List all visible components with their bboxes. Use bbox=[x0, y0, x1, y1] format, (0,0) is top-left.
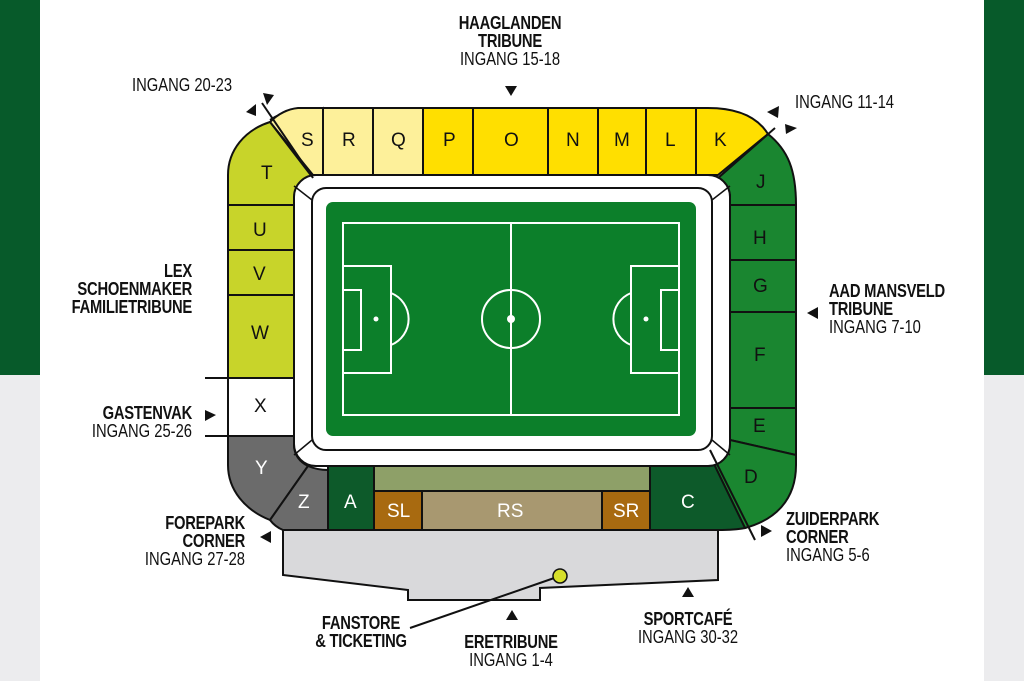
arrow-right-icon bbox=[761, 525, 772, 537]
label-forepark-corner: FOREPARK CORNER INGANG 27-28 bbox=[144, 513, 245, 569]
label-zuiderpark-corner: ZUIDERPARK CORNER INGANG 5-6 bbox=[786, 509, 880, 565]
south-concourse bbox=[282, 529, 719, 601]
section-f[interactable] bbox=[729, 311, 797, 409]
label-sportcafe: SPORTCAFÉ INGANG 30-32 bbox=[637, 609, 739, 647]
section-label-s: S bbox=[301, 130, 314, 151]
arrow-ne-icon bbox=[785, 124, 797, 134]
arrow-nw-icon bbox=[263, 93, 274, 105]
entrance-line-ne bbox=[717, 127, 776, 179]
section-label-r: R bbox=[342, 130, 356, 151]
section-g[interactable] bbox=[729, 259, 797, 313]
section-label-z: Z bbox=[298, 492, 310, 513]
section-k[interactable] bbox=[695, 107, 770, 176]
pitch bbox=[326, 202, 696, 436]
section-label-w: W bbox=[251, 323, 269, 344]
section-label-g: G bbox=[753, 276, 768, 297]
section-label-sr: SR bbox=[613, 501, 640, 522]
section-rs[interactable] bbox=[421, 490, 603, 531]
label-haaglanden-tribune: HAAGLANDEN TRIBUNE INGANG 15-18 bbox=[458, 13, 562, 69]
section-label-d: D bbox=[744, 467, 758, 488]
arrow-right-icon bbox=[205, 410, 216, 421]
section-label-x: X bbox=[254, 396, 267, 417]
section-label-j: J bbox=[756, 172, 766, 193]
section-label-c: C bbox=[681, 492, 695, 513]
section-label-l: L bbox=[665, 130, 676, 151]
south-stand bbox=[327, 459, 747, 531]
section-label-e: E bbox=[753, 416, 766, 437]
fanstore-marker-icon[interactable] bbox=[552, 568, 568, 584]
section-sl[interactable] bbox=[373, 490, 423, 531]
north-stand bbox=[269, 106, 770, 176]
section-label-h: H bbox=[753, 228, 767, 249]
section-sr[interactable] bbox=[601, 490, 651, 531]
section-label-n: N bbox=[566, 130, 580, 151]
section-z[interactable] bbox=[268, 464, 329, 531]
entrance-line-se bbox=[709, 449, 756, 541]
section-u[interactable] bbox=[227, 204, 295, 251]
arrow-down-icon bbox=[505, 86, 517, 96]
fanstore-pointer-line bbox=[409, 575, 561, 629]
east-stand bbox=[710, 132, 798, 530]
section-label-t: T bbox=[261, 163, 273, 184]
section-label-m: M bbox=[614, 130, 630, 151]
entrance-line-nw bbox=[261, 102, 314, 179]
arrow-left-icon bbox=[807, 307, 818, 319]
section-label-k: K bbox=[714, 130, 727, 151]
section-label-u: U bbox=[253, 220, 267, 241]
section-h[interactable] bbox=[729, 204, 797, 261]
label-lex-schoenmaker-familietribune: LEX SCHOENMAKER FAMILIETRIBUNE bbox=[71, 261, 193, 317]
label-eretribune: ERETRIBUNE INGANG 1-4 bbox=[464, 632, 558, 670]
section-label-q: Q bbox=[391, 130, 406, 151]
section-m[interactable] bbox=[597, 107, 647, 176]
arrow-up-icon bbox=[682, 587, 694, 597]
section-label-a: A bbox=[344, 492, 357, 513]
section-r[interactable] bbox=[322, 107, 374, 176]
west-stand bbox=[227, 120, 329, 531]
arrow-up-icon bbox=[506, 610, 518, 620]
section-label-v: V bbox=[253, 264, 266, 285]
section-label-rs: RS bbox=[497, 501, 524, 522]
label-aad-mansveld-tribune: AAD MANSVELD TRIBUNE INGANG 7-10 bbox=[829, 281, 945, 337]
label-fanstore-ticketing: FANSTORE & TICKETING bbox=[315, 613, 407, 651]
label-gastenvak: GASTENVAK INGANG 25-26 bbox=[91, 403, 192, 441]
section-label-o: O bbox=[504, 130, 519, 151]
label-ingang-20-23: INGANG 20-23 bbox=[132, 75, 233, 95]
arrow-nw-icon bbox=[246, 104, 256, 116]
section-label-sl: SL bbox=[387, 501, 411, 522]
section-a[interactable] bbox=[327, 465, 375, 531]
section-label-y: Y bbox=[255, 458, 268, 479]
label-ingang-11-14: INGANG 11-14 bbox=[795, 92, 894, 112]
arrow-ne-icon bbox=[767, 106, 779, 118]
section-label-p: P bbox=[443, 130, 456, 151]
arrow-left-icon bbox=[260, 531, 271, 543]
section-label-f: F bbox=[754, 345, 766, 366]
